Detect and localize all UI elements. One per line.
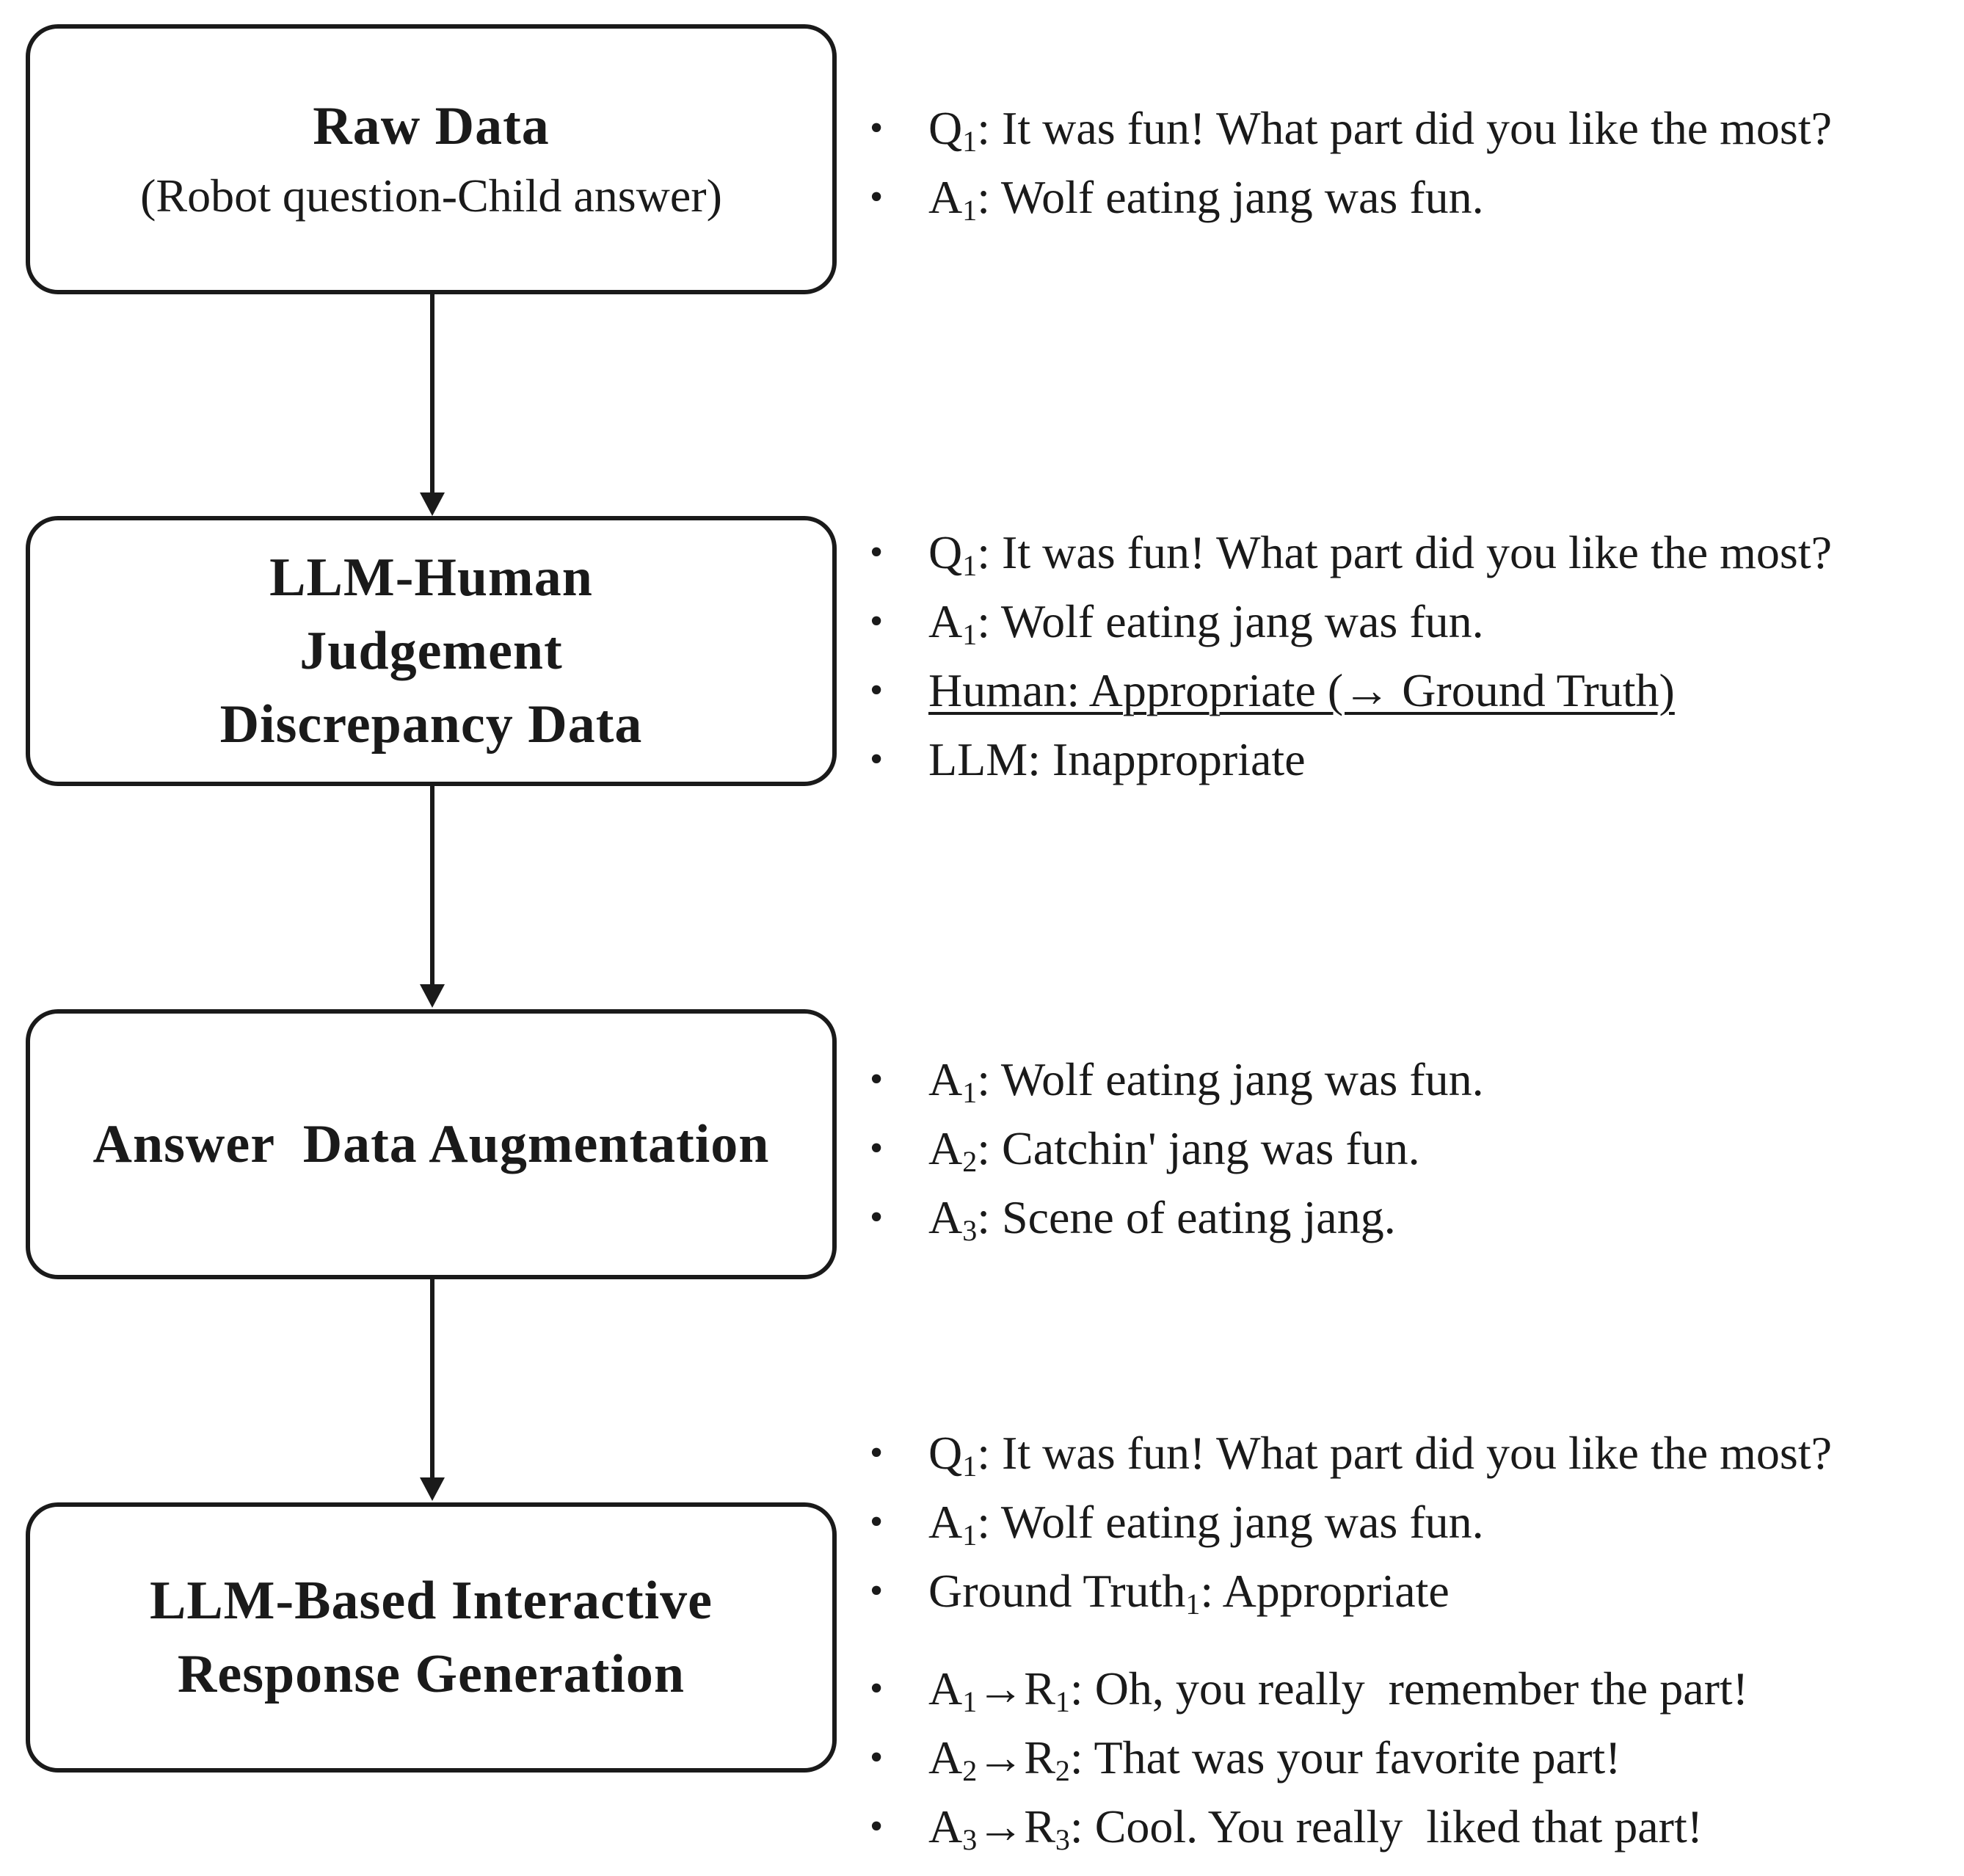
bullet-icon: • — [870, 107, 884, 149]
list-item: •A2→R2: That was your favorite part! — [870, 1723, 1748, 1792]
list-item: •A1→R1: Oh, you really remember the part… — [870, 1654, 1748, 1723]
bullet-icon: • — [870, 1058, 884, 1100]
discrepancy-title-line-1: LLM-Human — [269, 548, 593, 608]
list-item: •Q1: It was fun! What part did you like … — [870, 1419, 1832, 1488]
discrepancy-title-line-2: Judgement — [299, 621, 563, 681]
augmentation-title: Answer Data Augmentation — [92, 1114, 770, 1174]
bullet-icon: • — [870, 1432, 884, 1474]
list-item: •A1: Wolf eating jang was fun. — [870, 1488, 1832, 1557]
list-item: •Q1: It was fun! What part did you like … — [870, 94, 1832, 163]
generation-title-line-2: Response Generation — [177, 1644, 685, 1704]
arrowhead-2 — [420, 984, 445, 1008]
raw-data-title: Raw Data — [313, 96, 550, 156]
bullet-icon: • — [870, 1501, 884, 1543]
arrowhead-1 — [420, 492, 445, 516]
list-item: •A2: Catchin' jang was fun. — [870, 1114, 1484, 1183]
bullet-icon: • — [870, 176, 884, 218]
augmentation-box: Answer Data Augmentation — [26, 1009, 837, 1279]
list-item: •A3→R3: Cool. You really liked that part… — [870, 1792, 1748, 1861]
list-item: •A1: Wolf eating jang was fun. — [870, 1045, 1484, 1114]
bullet-icon: • — [870, 1668, 884, 1709]
list-item: •Q1: It was fun! What part did you like … — [870, 518, 1832, 587]
connector-1 — [430, 294, 434, 492]
list-item: • Human: Appropriate (→ Ground Truth) — [870, 656, 1832, 725]
bullet-icon: • — [870, 1196, 884, 1238]
raw-data-notes: •Q1: It was fun! What part did you like … — [870, 94, 1832, 232]
discrepancy-title-line-3: Discrepancy Data — [219, 694, 643, 755]
generation-title-line-1: LLM-Based Interactive — [149, 1571, 713, 1631]
discrepancy-notes: •Q1: It was fun! What part did you like … — [870, 518, 1832, 794]
augmentation-notes: •A1: Wolf eating jang was fun. •A2: Catc… — [870, 1045, 1484, 1252]
generation-box: LLM-Based Interactive Response Generatio… — [26, 1502, 837, 1773]
generation-output-notes: •A1→R1: Oh, you really remember the part… — [870, 1654, 1748, 1861]
list-item: •A1: Wolf eating jang was fun. — [870, 587, 1832, 656]
connector-3 — [430, 1279, 434, 1477]
human-judgement: Human: Appropriate (→ Ground Truth) — [928, 664, 1675, 716]
connector-2 — [430, 786, 434, 984]
bullet-icon: • — [870, 1806, 884, 1847]
bullet-icon: • — [870, 1570, 884, 1612]
generation-input-notes: •Q1: It was fun! What part did you like … — [870, 1419, 1832, 1626]
list-item: • LLM: Inappropriate — [870, 725, 1832, 794]
list-item: •Ground Truth1: Appropriate — [870, 1557, 1832, 1626]
raw-data-subtitle: (Robot question-Child answer) — [140, 170, 722, 222]
bullet-icon: • — [870, 738, 884, 780]
arrowhead-3 — [420, 1477, 445, 1501]
list-item: •A1: Wolf eating jang was fun. — [870, 163, 1832, 232]
bullet-icon: • — [870, 531, 884, 573]
llm-judgement: LLM: Inappropriate — [928, 733, 1306, 785]
raw-data-box: Raw Data (Robot question-Child answer) — [26, 24, 837, 294]
list-item: •A3: Scene of eating jang. — [870, 1183, 1484, 1252]
bullet-icon: • — [870, 1737, 884, 1778]
bullet-icon: • — [870, 669, 884, 711]
discrepancy-data-box: LLM-Human Judgement Discrepancy Data — [26, 516, 837, 786]
bullet-icon: • — [870, 600, 884, 642]
bullet-icon: • — [870, 1127, 884, 1169]
